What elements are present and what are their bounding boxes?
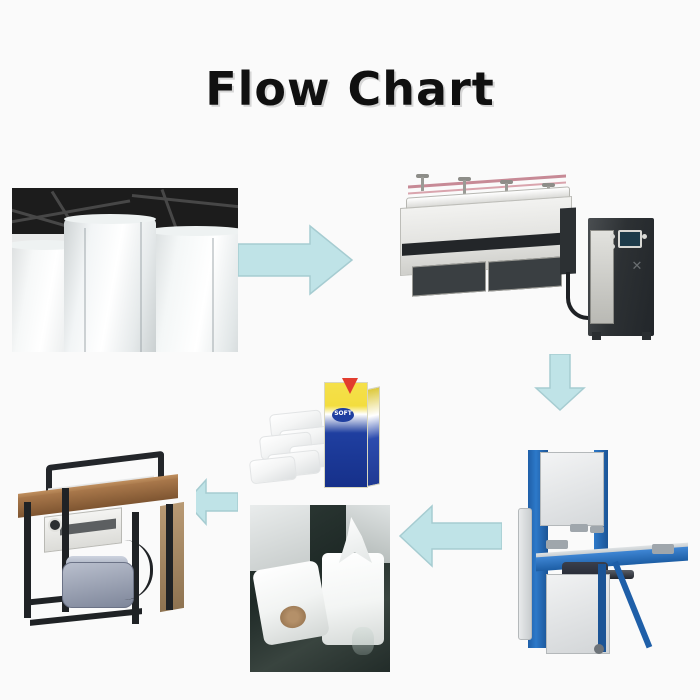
machine-upper-panel [540, 452, 604, 526]
bench-leg [62, 488, 69, 612]
power-cord [124, 540, 153, 600]
control-knob[interactable] [610, 244, 615, 249]
cabinet-foot [642, 332, 651, 340]
paper-roll-top [64, 214, 156, 224]
cabinet-foot [592, 332, 601, 340]
machine-side-plate [518, 508, 532, 640]
paper-roll [146, 230, 238, 352]
step-image-finished-tissue-rolls[interactable] [250, 505, 390, 672]
bench-leg [24, 502, 31, 618]
control-knob[interactable] [642, 234, 647, 239]
paper-roll-top [12, 240, 82, 250]
machine-end-block [560, 207, 576, 275]
step-image-sealing-packing-machine[interactable] [14, 444, 196, 630]
blade-clamp [546, 540, 568, 549]
carton-logo-badge [332, 408, 354, 422]
machine-prong [463, 179, 466, 195]
blade-clamp [570, 524, 588, 532]
paper-roll [64, 218, 156, 352]
machine-prong [421, 176, 424, 192]
machine-caster-wheel [594, 644, 604, 654]
machine-prong-top [416, 174, 429, 178]
tissue-roll [251, 559, 331, 647]
glass-object [352, 627, 374, 655]
vacuum-pump [62, 562, 134, 608]
machine-prong-top [542, 183, 555, 187]
machine-leg [598, 564, 606, 652]
cabinet-vent-icon: ✕ [631, 259, 643, 274]
roll-crease [84, 228, 86, 352]
arrow-left-icon [184, 478, 238, 526]
control-display-screen[interactable] [618, 230, 642, 248]
step-image-jumbo-paper-rolls[interactable] [12, 188, 238, 352]
ceiling-beam [131, 194, 238, 210]
background-wall [250, 505, 310, 571]
step-image-band-saw-cutting-machine[interactable] [502, 444, 696, 654]
tissue-roll-centerpull [322, 553, 384, 645]
stacked-roll [248, 455, 298, 485]
arrow-left-icon [398, 503, 502, 569]
blade-clamp [590, 526, 604, 533]
machine-prong-top [458, 177, 471, 181]
machine-access-panel [488, 256, 562, 292]
machine-power-cable [566, 272, 600, 320]
control-knob[interactable] [610, 234, 615, 239]
machine-access-panel [412, 261, 486, 297]
roll-crease [212, 238, 214, 352]
carton-logo-text: SOFT [334, 410, 352, 417]
machine-prong-top [500, 180, 513, 184]
arrow-right-icon [238, 222, 354, 298]
roll-crease [140, 222, 142, 352]
bench-brace [30, 608, 142, 626]
page-title: Flow Chart [205, 62, 495, 116]
tissue-carton [324, 382, 368, 488]
control-dial[interactable] [48, 518, 62, 532]
table-roller-clamp [652, 544, 674, 554]
step-image-rewinding-machine[interactable]: ✕ [392, 168, 664, 358]
arrow-down-icon [534, 354, 586, 412]
bench-leg [166, 504, 173, 610]
paper-roll-top [146, 226, 238, 236]
step-image-packaged-tissue-product[interactable]: SOFT [246, 370, 392, 500]
